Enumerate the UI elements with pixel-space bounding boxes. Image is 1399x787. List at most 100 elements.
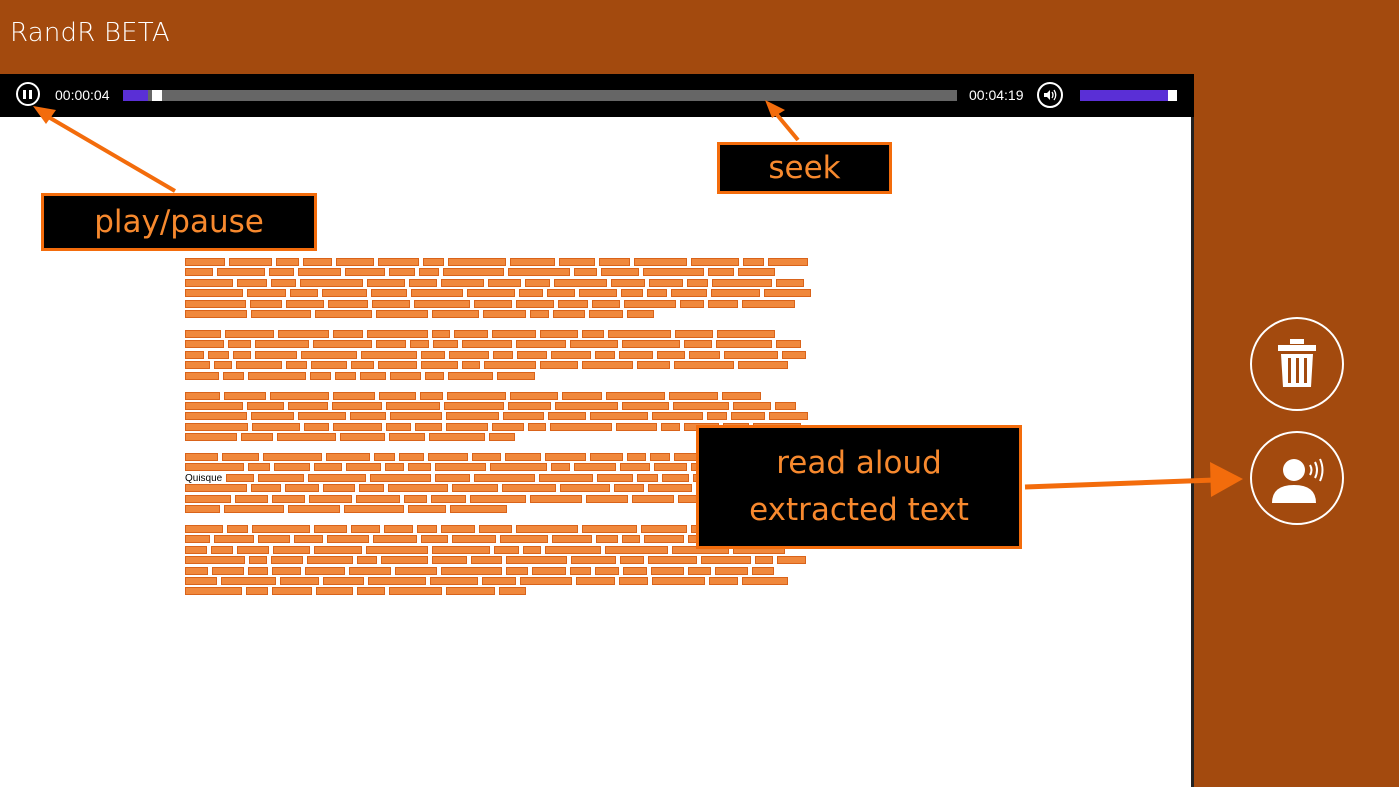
highlighted-word — [516, 525, 578, 534]
read-aloud-button[interactable] — [1250, 431, 1344, 525]
highlighted-word — [590, 453, 623, 462]
highlighted-word — [709, 576, 738, 585]
highlighted-word — [687, 278, 708, 287]
highlighted-word — [715, 566, 748, 575]
highlighted-word — [707, 412, 727, 421]
text-line — [185, 587, 813, 596]
highlighted-word — [652, 576, 705, 585]
highlighted-word — [349, 566, 391, 575]
highlighted-word — [644, 535, 684, 544]
play-pause-button[interactable] — [16, 82, 40, 106]
highlighted-word — [185, 422, 248, 431]
highlighted-word — [562, 391, 602, 400]
highlighted-word — [586, 494, 628, 503]
highlighted-word — [410, 340, 429, 349]
highlighted-word — [467, 289, 515, 298]
highlighted-word — [411, 289, 463, 298]
highlighted-word — [224, 505, 284, 514]
text-line — [185, 412, 813, 421]
highlighted-word — [421, 535, 448, 544]
highlighted-word — [711, 289, 760, 298]
highlighted-word — [540, 361, 578, 370]
highlighted-word — [582, 525, 637, 534]
highlighted-word — [558, 299, 588, 308]
highlighted-word — [717, 329, 775, 338]
highlighted-word — [647, 289, 667, 298]
highlighted-word — [579, 289, 617, 298]
callout-play-pause-text: play/pause — [94, 204, 264, 240]
highlighted-word — [614, 484, 644, 493]
highlighted-word — [335, 371, 356, 380]
highlighted-word — [305, 566, 345, 575]
highlighted-word — [634, 258, 687, 266]
highlighted-word — [776, 340, 801, 349]
highlighted-word — [637, 361, 670, 370]
highlighted-word — [328, 299, 368, 308]
highlighted-word — [185, 453, 218, 462]
highlighted-word — [310, 371, 331, 380]
callout-read-aloud-line1: read aloud — [776, 445, 942, 481]
highlighted-word — [505, 453, 541, 462]
highlighted-word — [559, 258, 595, 266]
highlighted-word — [185, 576, 217, 585]
highlighted-word — [641, 525, 687, 534]
highlighted-word — [241, 433, 273, 442]
highlighted-word — [251, 412, 294, 421]
highlighted-word — [657, 350, 685, 359]
text-line — [185, 433, 813, 442]
highlighted-word — [185, 505, 220, 514]
highlighted-word — [303, 258, 332, 266]
highlighted-word — [661, 422, 680, 431]
highlighted-word — [276, 258, 299, 266]
highlighted-word — [214, 361, 232, 370]
highlighted-word — [388, 484, 448, 493]
highlighted-word — [414, 299, 470, 308]
delete-button[interactable] — [1250, 317, 1344, 411]
paragraph: Quisque — [185, 453, 813, 514]
highlighted-word — [444, 401, 504, 410]
highlighted-word — [298, 268, 341, 277]
highlighted-word — [441, 278, 484, 287]
highlighted-word — [551, 463, 570, 472]
highlighted-word — [621, 289, 643, 298]
highlighted-word — [532, 566, 566, 575]
seek-thumb[interactable] — [152, 90, 163, 101]
highlighted-word — [435, 463, 486, 472]
highlighted-word — [669, 391, 718, 400]
highlighted-word — [217, 268, 265, 277]
highlighted-word — [452, 484, 498, 493]
highlighted-word — [384, 525, 413, 534]
highlighted-word — [390, 412, 442, 421]
highlighted-word — [654, 463, 687, 472]
seek-bar[interactable] — [123, 90, 957, 101]
volume-slider[interactable] — [1080, 90, 1177, 101]
highlighted-word — [237, 545, 269, 554]
speaker-icon — [1044, 89, 1057, 101]
highlighted-word — [691, 258, 739, 266]
highlighted-word — [574, 463, 616, 472]
highlighted-word — [479, 525, 512, 534]
volume-button[interactable] — [1037, 82, 1063, 108]
highlighted-word — [185, 371, 219, 380]
highlighted-word — [185, 329, 221, 338]
highlighted-word — [185, 433, 237, 442]
highlighted-word — [277, 433, 336, 442]
highlighted-word — [389, 433, 425, 442]
highlighted-word — [738, 361, 788, 370]
volume-thumb[interactable] — [1168, 90, 1177, 101]
text-line — [185, 258, 813, 267]
highlighted-word — [689, 350, 720, 359]
highlighted-word — [255, 340, 309, 349]
highlighted-word — [430, 576, 478, 585]
text-line — [185, 401, 813, 411]
highlighted-word — [675, 329, 713, 338]
text-line — [185, 545, 813, 555]
highlighted-word — [399, 453, 424, 462]
highlighted-word — [236, 361, 282, 370]
highlighted-word — [252, 422, 300, 431]
highlighted-word — [351, 525, 380, 534]
highlighted-word — [553, 309, 585, 318]
highlighted-word — [286, 361, 307, 370]
highlighted-word — [372, 299, 410, 308]
